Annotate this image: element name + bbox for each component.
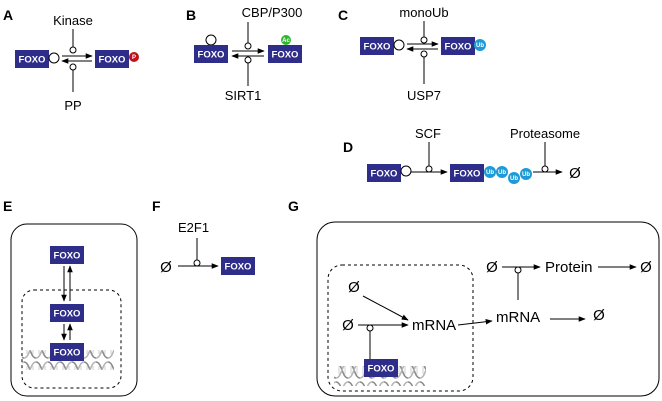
nuclear-mrna-label: mRNA	[412, 317, 456, 334]
panel-g: G Ø Protein Ø mRNA Ø Ø Ø mRNA FOXO	[288, 198, 660, 397]
foxo-box	[360, 37, 394, 55]
panel-letter-a: A	[3, 7, 13, 23]
monoubiquitination-label: monoUb	[399, 5, 448, 20]
cell-membrane	[10, 223, 138, 397]
panel-d: D SCF Proteasome FOXO FOXO Ub Ub Ub Ub Ø	[343, 126, 581, 184]
panel-c: C monoUb USP7 FOXO FOXO Ub	[338, 5, 486, 103]
ubiquitin-label: Ub	[510, 176, 518, 182]
acetyltransferase-label: CBP/P300	[242, 5, 303, 20]
cytoplasmic-mrna-label: mRNA	[496, 309, 540, 326]
deubiquitinase-label: USP7	[407, 88, 441, 103]
foxo-label: FOXO	[54, 251, 81, 262]
acetyl-label: Ac	[282, 38, 290, 44]
e2f1-label: E2F1	[178, 220, 209, 235]
foxo-box	[450, 164, 484, 182]
foxo-label: FOXO	[54, 348, 81, 359]
foxo-box	[50, 343, 84, 361]
foxo-label: FOXO	[371, 169, 398, 180]
ubiquitin-label: Ub	[522, 172, 530, 178]
phosphatase-label: PP	[64, 98, 81, 113]
ubiquitin-label: Ub	[486, 170, 494, 176]
proteasome-catalysis-icon	[541, 165, 549, 173]
acetyltransferase-catalysis-icon	[244, 42, 252, 50]
foxo-box	[221, 257, 255, 275]
ubiquitin-label: Ub	[476, 43, 484, 49]
panel-letter-b: B	[186, 7, 196, 23]
foxo-box	[364, 359, 398, 377]
protein-label: Protein	[545, 259, 593, 276]
foxo-label: FOXO	[272, 50, 299, 61]
unmodified-site-icon	[393, 39, 405, 51]
scf-catalysis-icon	[425, 165, 433, 173]
kinase-label: Kinase	[53, 13, 93, 28]
usp7-catalysis-icon	[420, 50, 428, 58]
null-symbol: Ø	[569, 165, 581, 182]
phosphatase-catalysis-icon	[69, 63, 77, 71]
foxo-box	[367, 164, 401, 182]
phosphate-label: P	[132, 55, 136, 61]
panel-letter-e: E	[3, 198, 12, 214]
null-symbol: Ø	[593, 307, 605, 324]
unmodified-site-icon	[400, 165, 412, 177]
foxo-box	[15, 50, 49, 68]
nuclear-envelope	[21, 289, 122, 389]
null-symbol: Ø	[348, 279, 360, 296]
kinase-catalysis-icon	[69, 46, 77, 54]
scf-ligase-label: SCF	[415, 126, 441, 141]
panel-letter-d: D	[343, 139, 353, 155]
unmodified-site-icon	[48, 52, 60, 64]
null-symbol: Ø	[342, 317, 354, 334]
phosphate-icon	[129, 52, 139, 62]
ubiquitin-icon	[484, 166, 496, 178]
ubiquitin-icon	[508, 172, 520, 184]
foxo-box	[95, 50, 129, 68]
foxo-label: FOXO	[198, 50, 225, 61]
panel-letter-g: G	[288, 198, 299, 214]
panel-letter-f: F	[152, 198, 161, 214]
foxo-label: FOXO	[54, 309, 81, 320]
foxo-label: FOXO	[454, 169, 481, 180]
foxo-box	[194, 45, 228, 63]
foxo-label: FOXO	[368, 364, 395, 375]
nuclear-envelope	[327, 264, 474, 392]
foxo-box	[50, 304, 84, 322]
panel-b: B CBP/P300 SIRT1 FOXO FOXO Ac	[186, 5, 302, 103]
foxo-box	[50, 246, 84, 264]
proteasome-label: Proteasome	[510, 126, 580, 141]
foxo-activation-icon	[366, 324, 374, 332]
translation-catalysis-icon	[514, 266, 522, 274]
ubiquitin-icon	[474, 39, 486, 51]
panel-a: A Kinase PP FOXO FOXO P	[3, 7, 139, 113]
e2f1-catalysis-icon	[193, 259, 201, 267]
foxo-box	[441, 37, 475, 55]
unmodified-site-icon	[205, 34, 217, 46]
basal-transcription-arrow	[362, 295, 409, 321]
foxo-label: FOXO	[225, 262, 252, 273]
panel-letter-c: C	[338, 7, 348, 23]
panel-e: E FOXO FOXO FOXO	[3, 198, 138, 397]
ubiquitin-icon	[496, 166, 508, 178]
foxo-label: FOXO	[19, 55, 46, 66]
deacetylase-label: SIRT1	[225, 88, 262, 103]
acetyl-group-icon	[281, 35, 291, 45]
mrna-export-arrow	[457, 318, 493, 326]
null-symbol: Ø	[160, 259, 172, 276]
monoub-catalysis-icon	[420, 36, 428, 44]
null-symbol: Ø	[640, 259, 652, 276]
foxo-label: FOXO	[364, 42, 391, 53]
deacetylase-catalysis-icon	[244, 56, 252, 64]
ubiquitin-label: Ub	[498, 170, 506, 176]
cell-membrane	[316, 221, 660, 397]
ubiquitin-icon	[520, 168, 532, 180]
foxo-label: FOXO	[445, 42, 472, 53]
panel-f: F E2F1 Ø FOXO	[152, 198, 255, 276]
foxo-box	[268, 45, 302, 63]
null-symbol: Ø	[486, 259, 498, 276]
foxo-label: FOXO	[99, 55, 126, 66]
